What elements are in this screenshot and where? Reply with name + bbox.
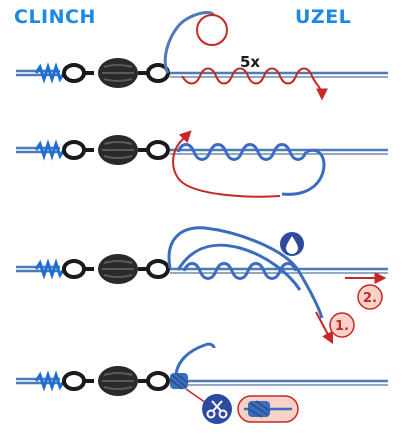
label-1: 1. [335, 319, 349, 334]
step-1: 5x [16, 11, 388, 101]
badge-1 [329, 312, 355, 338]
scissors-icon [206, 400, 228, 419]
step-4 [16, 342, 388, 424]
title-uzel: UZEL [295, 6, 352, 28]
title-clinch: CLINCH [14, 6, 96, 28]
scissors-badge [202, 394, 232, 424]
step-3: 1. 2. [16, 226, 388, 345]
step-2 [16, 130, 388, 198]
label-2: 2. [363, 291, 377, 306]
wraps-label: 5x [240, 53, 260, 71]
badge-2 [357, 284, 383, 310]
drop-icon [286, 236, 298, 254]
